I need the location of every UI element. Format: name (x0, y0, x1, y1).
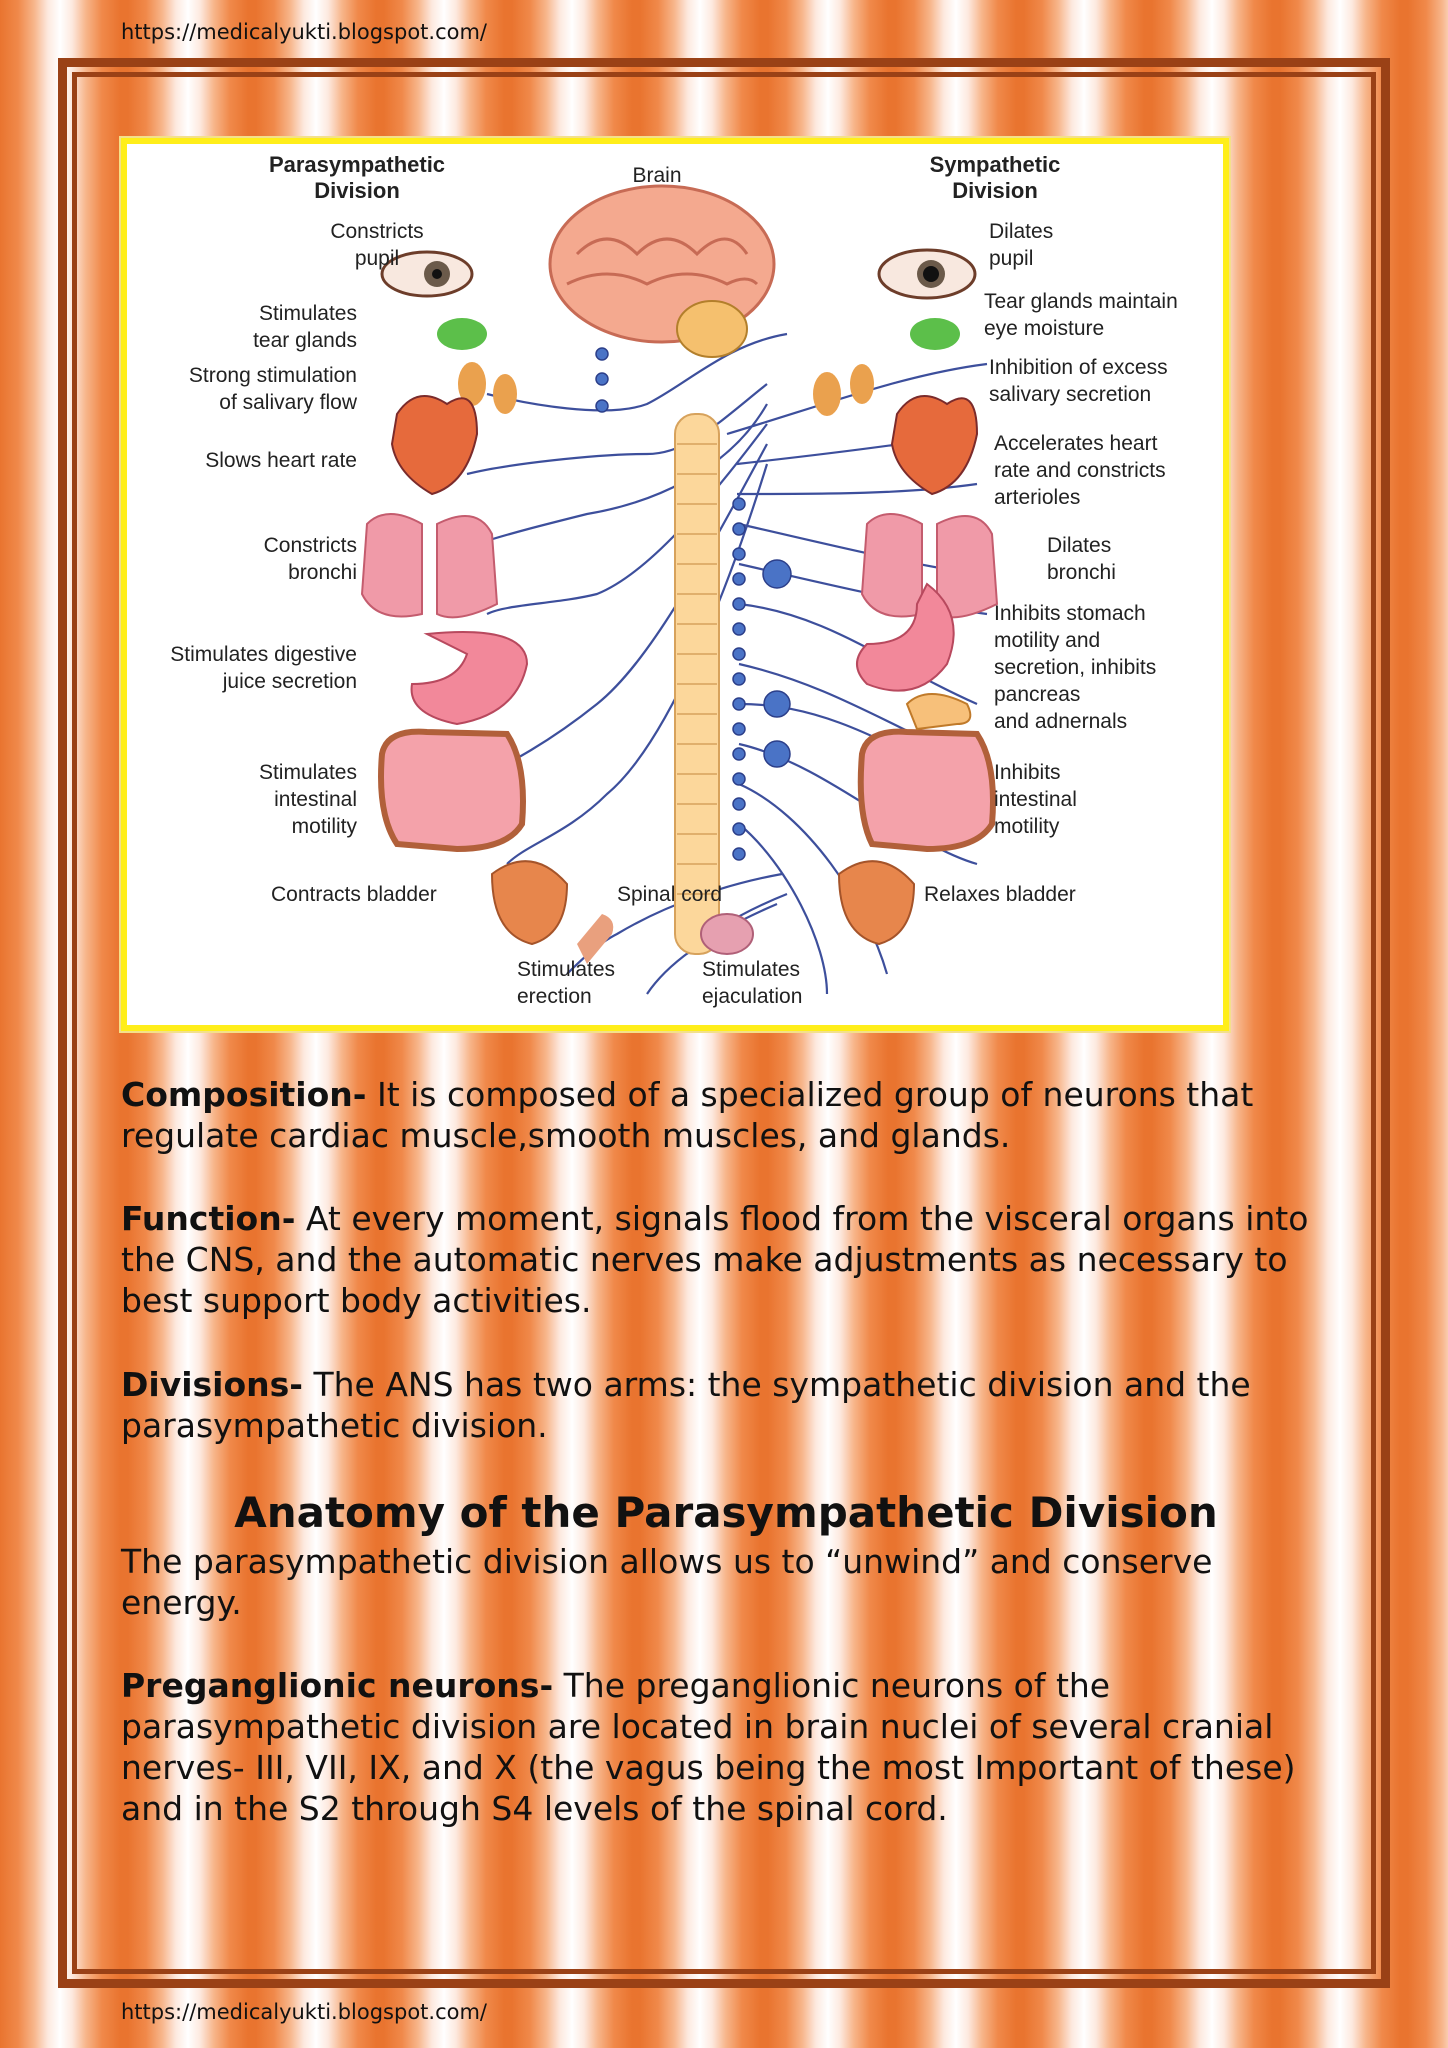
spinal-segments (677, 443, 717, 895)
label-inhibits-stomach: Inhibits stomach motility and secretion,… (994, 602, 1157, 733)
label-relaxes-bladder: Relaxes bladder (924, 883, 1076, 906)
divisions-term: Divisions- (121, 1365, 303, 1404)
composition-paragraph: Composition- It is composed of a special… (121, 1074, 1331, 1156)
pancreas-shape (905, 693, 972, 731)
label-accelerates-heart: Accelerates heart rate and constricts ar… (994, 432, 1166, 509)
right-heart-shape (890, 395, 979, 496)
left-heart-shape (390, 395, 479, 496)
cerebellum-shape (676, 300, 748, 358)
preganglionic-paragraph: Preganglionic neurons- The preganglionic… (121, 1665, 1331, 1829)
label-contracts-bladder: Contracts bladder (271, 883, 437, 906)
page-frame-outer (58, 58, 1390, 1988)
page-frame-inner (72, 72, 1376, 1974)
right-lung-shape (860, 513, 923, 618)
label-intestinal-motility: Stimulates intestinal motility (258, 761, 357, 838)
label-constricts-bronchi: Constricts bronchi (263, 534, 357, 584)
brain-label: Brain (632, 164, 682, 187)
label-tear-glands-moisture: Tear glands maintain eye moisture (984, 290, 1178, 340)
right-salivary-shape (813, 372, 841, 416)
sympathetic-chain (595, 347, 792, 861)
testis-shape (700, 913, 754, 955)
right-intestine-shape (857, 728, 996, 853)
left-salivary-shape (458, 362, 486, 406)
label-constricts-pupil: Constricts pupil (330, 220, 424, 270)
left-lung-shape (360, 513, 423, 618)
label-inhibition-salivary: Inhibition of excess salivary secretion (989, 356, 1168, 406)
footer-url[interactable]: https://medicalyukti.blogspot.com/ (121, 2000, 488, 2024)
left-bladder-shape (490, 860, 569, 946)
function-paragraph: Function- At every moment, signals flood… (121, 1198, 1331, 1321)
left-tear-gland-shape (437, 318, 487, 350)
label-dilates-pupil: Dilates pupil (989, 220, 1054, 270)
section-intro: The parasympathetic division allows us t… (121, 1542, 1213, 1622)
label-inhibits-intestinal: Inhibits intestinal motility (994, 761, 1077, 838)
penis-shape (577, 914, 614, 964)
label-slows-heart-rate: Slows heart rate (205, 449, 357, 472)
left-intestine-shape (378, 728, 526, 853)
function-term: Function- (121, 1199, 296, 1238)
header-url[interactable]: https://medicalyukti.blogspot.com/ (121, 20, 488, 44)
sympathetic-heading: Sympathetic Division (929, 152, 1061, 203)
label-stimulates-ejaculation: Stimulates ejaculation (702, 958, 803, 1008)
preganglionic-term: Preganglionic neurons- (121, 1666, 554, 1705)
composition-text: It is composed of a specialized group of… (121, 1075, 1254, 1155)
right-bladder-shape (837, 860, 916, 946)
label-stimulates-tear-glands: Stimulates tear glands (253, 302, 357, 352)
ans-diagram: Parasympathetic Division Brain Sympathet… (121, 138, 1229, 1031)
composition-term: Composition- (121, 1075, 367, 1114)
parasympathetic-heading: Parasympathetic Division (268, 152, 446, 203)
label-stimulates-erection: Stimulates erection (517, 958, 616, 1008)
ans-diagram-illustration (360, 184, 999, 995)
function-text: At every moment, signals flood from the … (121, 1199, 1309, 1320)
preganglionic-text: The preganglionic neurons of the parasym… (121, 1666, 1296, 1828)
left-stomach-shape (410, 631, 529, 726)
label-dilates-bronchi: Dilates bronchi (1047, 534, 1116, 584)
divisions-paragraph: Divisions- The ANS has two arms: the sym… (121, 1364, 1331, 1446)
label-salivary-flow: Strong stimulation of salivary flow (188, 364, 357, 414)
label-spinal-cord: Spinal cord (617, 883, 723, 906)
divisions-text: The ANS has two arms: the sympathetic di… (121, 1365, 1251, 1445)
label-digestive-juice: Stimulates digestive juice secretion (170, 643, 357, 693)
section-heading: Anatomy of the Parasympathetic Division (234, 1488, 1218, 1537)
right-stomach-shape (856, 582, 955, 692)
right-tear-gland-shape (910, 318, 960, 350)
